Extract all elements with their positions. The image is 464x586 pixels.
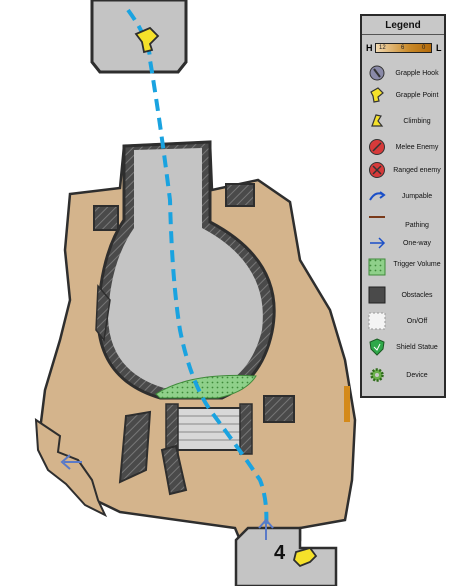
obstacle [160,444,188,496]
melee-enemy-icon [369,139,385,155]
legend-label: Jumpable [401,193,433,200]
legend-label: Device [406,372,428,379]
one-way-arrow-icon [370,237,386,249]
legend-item-melee-enemy: Melee Enemy [362,138,448,158]
grapple-point-icon [370,87,384,103]
jumpable-arrow-icon [369,191,386,201]
legend-label: On/Off [406,318,428,325]
one-way-arrow-icon [258,518,274,540]
room-number: 4 [274,542,286,564]
legend-label: Ranged enemy [393,167,441,174]
legend-item-trigger-volume: Trigger Volume [362,258,448,278]
obstacle-icon [368,286,386,304]
path-line [126,8,269,531]
legend-label: Pathing [405,222,429,229]
height-scale-high: H [366,43,373,53]
obstacle [95,284,111,342]
legend-item-shield-statue: Shield Statue [362,338,448,358]
legend-item-ranged-enemy: Ranged enemy [362,161,448,181]
height-scale-tick: 12 [379,45,386,51]
bottom-entrance-room [234,526,338,586]
device-gear-icon [370,368,384,382]
pathing-line-icon [369,216,385,218]
stairs [165,403,253,455]
height-scale-tick: 0 [422,45,426,51]
obstacle [225,183,255,207]
grapple-point-icon [134,26,160,54]
legend-item-grapple-hook: Grapple Hook [362,64,448,84]
legend-label: Climbing [403,118,431,125]
obstacle [93,205,119,231]
shield-statue-icon [369,338,385,356]
legend-item-pathing: Pathing [362,208,448,229]
legend-item-on-off: On/Off [362,312,448,332]
trigger-volume [155,374,257,399]
climbing-icon [371,114,384,127]
height-scale-tick: 6 [401,45,405,51]
obstacle [118,410,152,484]
height-scale-bar: 12 6 0 [375,43,432,53]
legend-panel: Legend H 12 6 0 L Grapple Hook Grapple P… [360,14,446,398]
legend-item-one-way: One-way [362,234,448,254]
ledge [344,386,350,422]
one-way-arrow-icon [60,454,82,470]
trigger-volume-icon [368,258,386,276]
grapple-point-icon [293,546,318,568]
legend-label: Grapple Hook [395,70,439,77]
obstacle [263,395,295,423]
legend-item-obstacles: Obstacles [362,286,448,306]
on-off-icon [368,312,386,330]
legend-item-device: Device [362,366,448,386]
legend-title: Legend [385,20,421,31]
legend-label: Shield Statue [396,344,438,351]
legend-item-grapple-point: Grapple Point [362,86,448,106]
legend-label: One-way [402,240,431,247]
legend-label: Obstacles [401,292,433,299]
height-scale-low: L [436,43,442,53]
legend-label: Melee Enemy [395,144,439,151]
legend-divider [362,34,444,35]
obstacles [93,183,295,496]
legend-item-jumpable: Jumpable [362,187,448,207]
legend-label: Grapple Point [395,92,439,99]
ranged-enemy-icon [369,162,385,178]
grapple-hook-icon [369,65,385,81]
legend-label: Trigger Volume [393,261,441,268]
legend-item-climbing: Climbing [362,112,448,132]
main-room [96,140,276,455]
